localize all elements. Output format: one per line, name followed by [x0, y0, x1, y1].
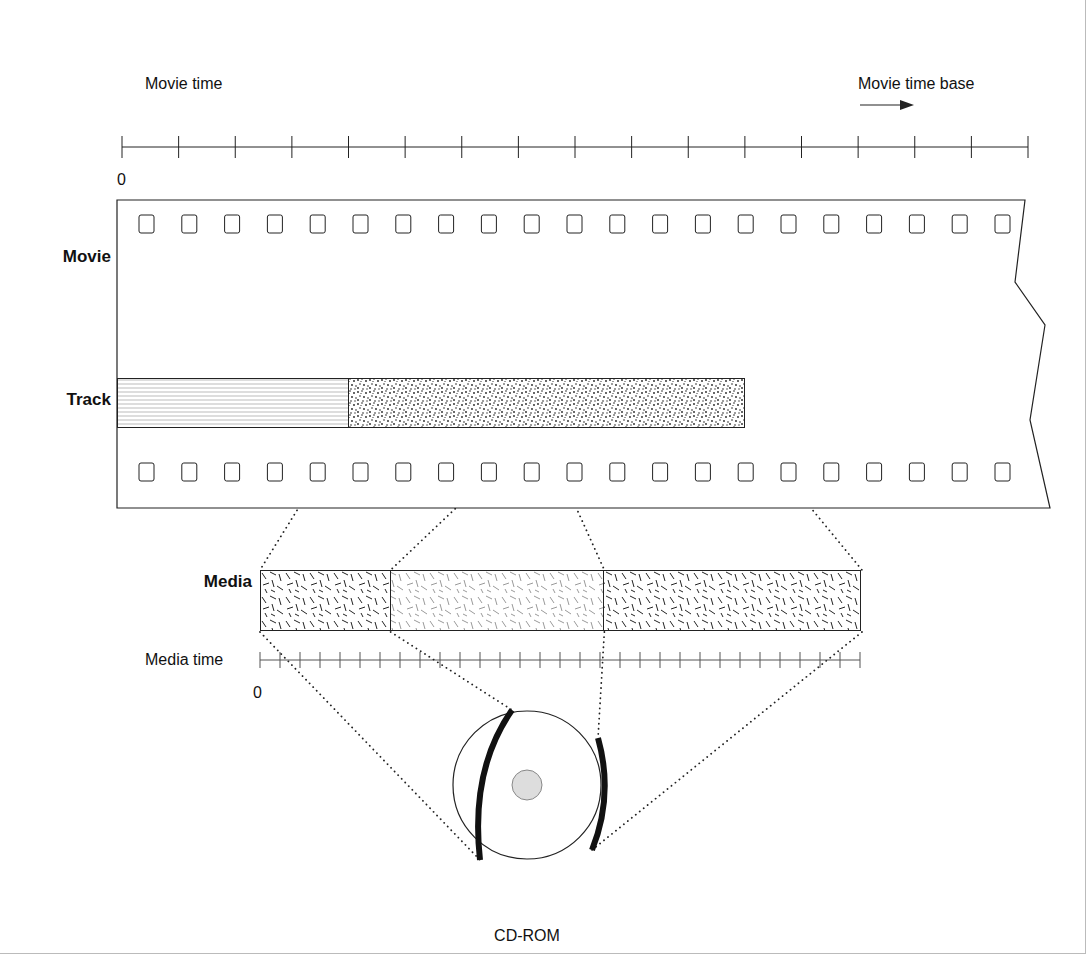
movie-time-ruler [122, 136, 1028, 158]
film-strip: MovieTrack [75, 195, 1060, 515]
axis-title: Media time [145, 650, 223, 670]
media-bar-fill [260, 570, 862, 632]
film-strip-outline [75, 195, 1060, 515]
movie-label: Movie [63, 247, 111, 267]
time-base-arrow [860, 100, 914, 110]
cd-rom-label: CD-ROM [442, 926, 612, 946]
media-bar: Media [170, 570, 862, 632]
track-bar-fill [117, 378, 745, 428]
media-label: Media [204, 572, 252, 592]
cd-rom-disc: CD-ROM [442, 700, 612, 952]
axis-zero: 0 [117, 170, 126, 190]
track-label: Track [67, 390, 111, 410]
projection-lines [260, 632, 862, 860]
axis-zero: 0 [253, 683, 262, 703]
axis-title: Movie time base [858, 74, 975, 94]
cd-rom-outline [442, 700, 612, 872]
media-time-ruler [260, 652, 860, 668]
track-bar: Track [75, 378, 745, 428]
axis-title: Movie time [145, 74, 222, 94]
